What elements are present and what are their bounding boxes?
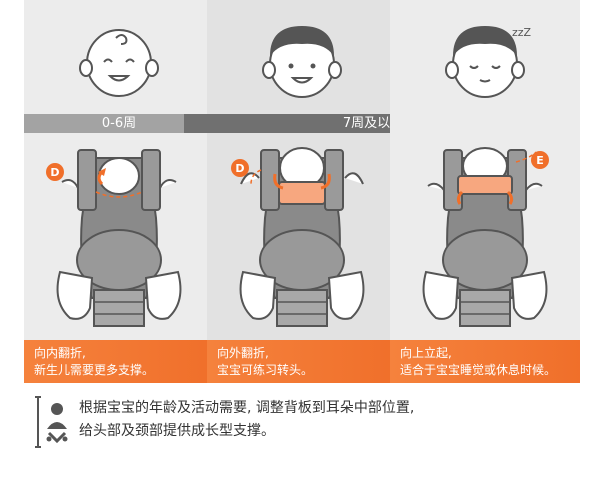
badge-letter: D xyxy=(50,166,59,179)
adjustment-note: 根据宝宝的年龄及活动需要, 调整背板到耳朵中部位置, 给头部及颈部提供成长型支撑… xyxy=(35,393,590,453)
newborn-face-icon xyxy=(79,29,159,97)
note-line-2: 给头部及颈部提供成长型支撑。 xyxy=(79,423,275,439)
caption-newborn: 向内翻折, 新生儿需要更多支撑。 xyxy=(24,340,214,383)
caption-sleeping: 向上立起, 适合于宝宝睡觉或休息时候。 xyxy=(390,340,580,383)
badge-letter: E xyxy=(536,154,544,167)
label-badge-d: D xyxy=(231,159,249,177)
carrier-headrest-folded-out-illustration xyxy=(239,147,365,327)
label-badge-e: E xyxy=(531,151,549,169)
caption-line-1: 向内翻折, xyxy=(34,346,86,360)
parent-child-height-icon xyxy=(35,396,68,448)
caption-line-2: 适合于宝宝睡觉或休息时候。 xyxy=(400,363,557,377)
panel-sleeping: zzZ E 向上立起, 适合于宝宝睡觉或休息时候。 xyxy=(390,0,580,383)
caption-head-turning: 向外翻折, 宝宝可练习转头。 xyxy=(207,340,397,383)
label-badge-d: D xyxy=(46,163,64,181)
stage-bar-infant: 0-6周 xyxy=(24,114,214,133)
sleeping-face-icon: zzZ xyxy=(445,26,532,98)
caption-line-2: 新生儿需要更多支撑。 xyxy=(34,363,155,377)
sleep-mark: zzZ xyxy=(512,26,532,39)
carrier-headrest-folded-in-illustration xyxy=(56,149,182,327)
panel-head-turning: 7周及以上 D 向外翻折, 宝宝可练习转头。 xyxy=(184,0,574,383)
caption-line-1: 向上立起, xyxy=(400,346,452,360)
carrier-headrest-up-illustration xyxy=(422,147,548,327)
note-line-1: 根据宝宝的年龄及活动需要, 调整背板到耳朵中部位置, xyxy=(79,400,415,416)
caption-line-1: 向外翻折, xyxy=(217,346,269,360)
caption-line-2: 宝宝可练习转头。 xyxy=(217,363,314,377)
badge-letter: D xyxy=(235,162,244,175)
note-text: 根据宝宝的年龄及活动需要, 调整背板到耳朵中部位置, 给头部及颈部提供成长型支撑… xyxy=(79,397,414,443)
panel-newborn: 0-6周 D 向内翻折, 新生儿需要更多支撑。 xyxy=(24,0,214,383)
toddler-face-icon xyxy=(262,26,342,98)
